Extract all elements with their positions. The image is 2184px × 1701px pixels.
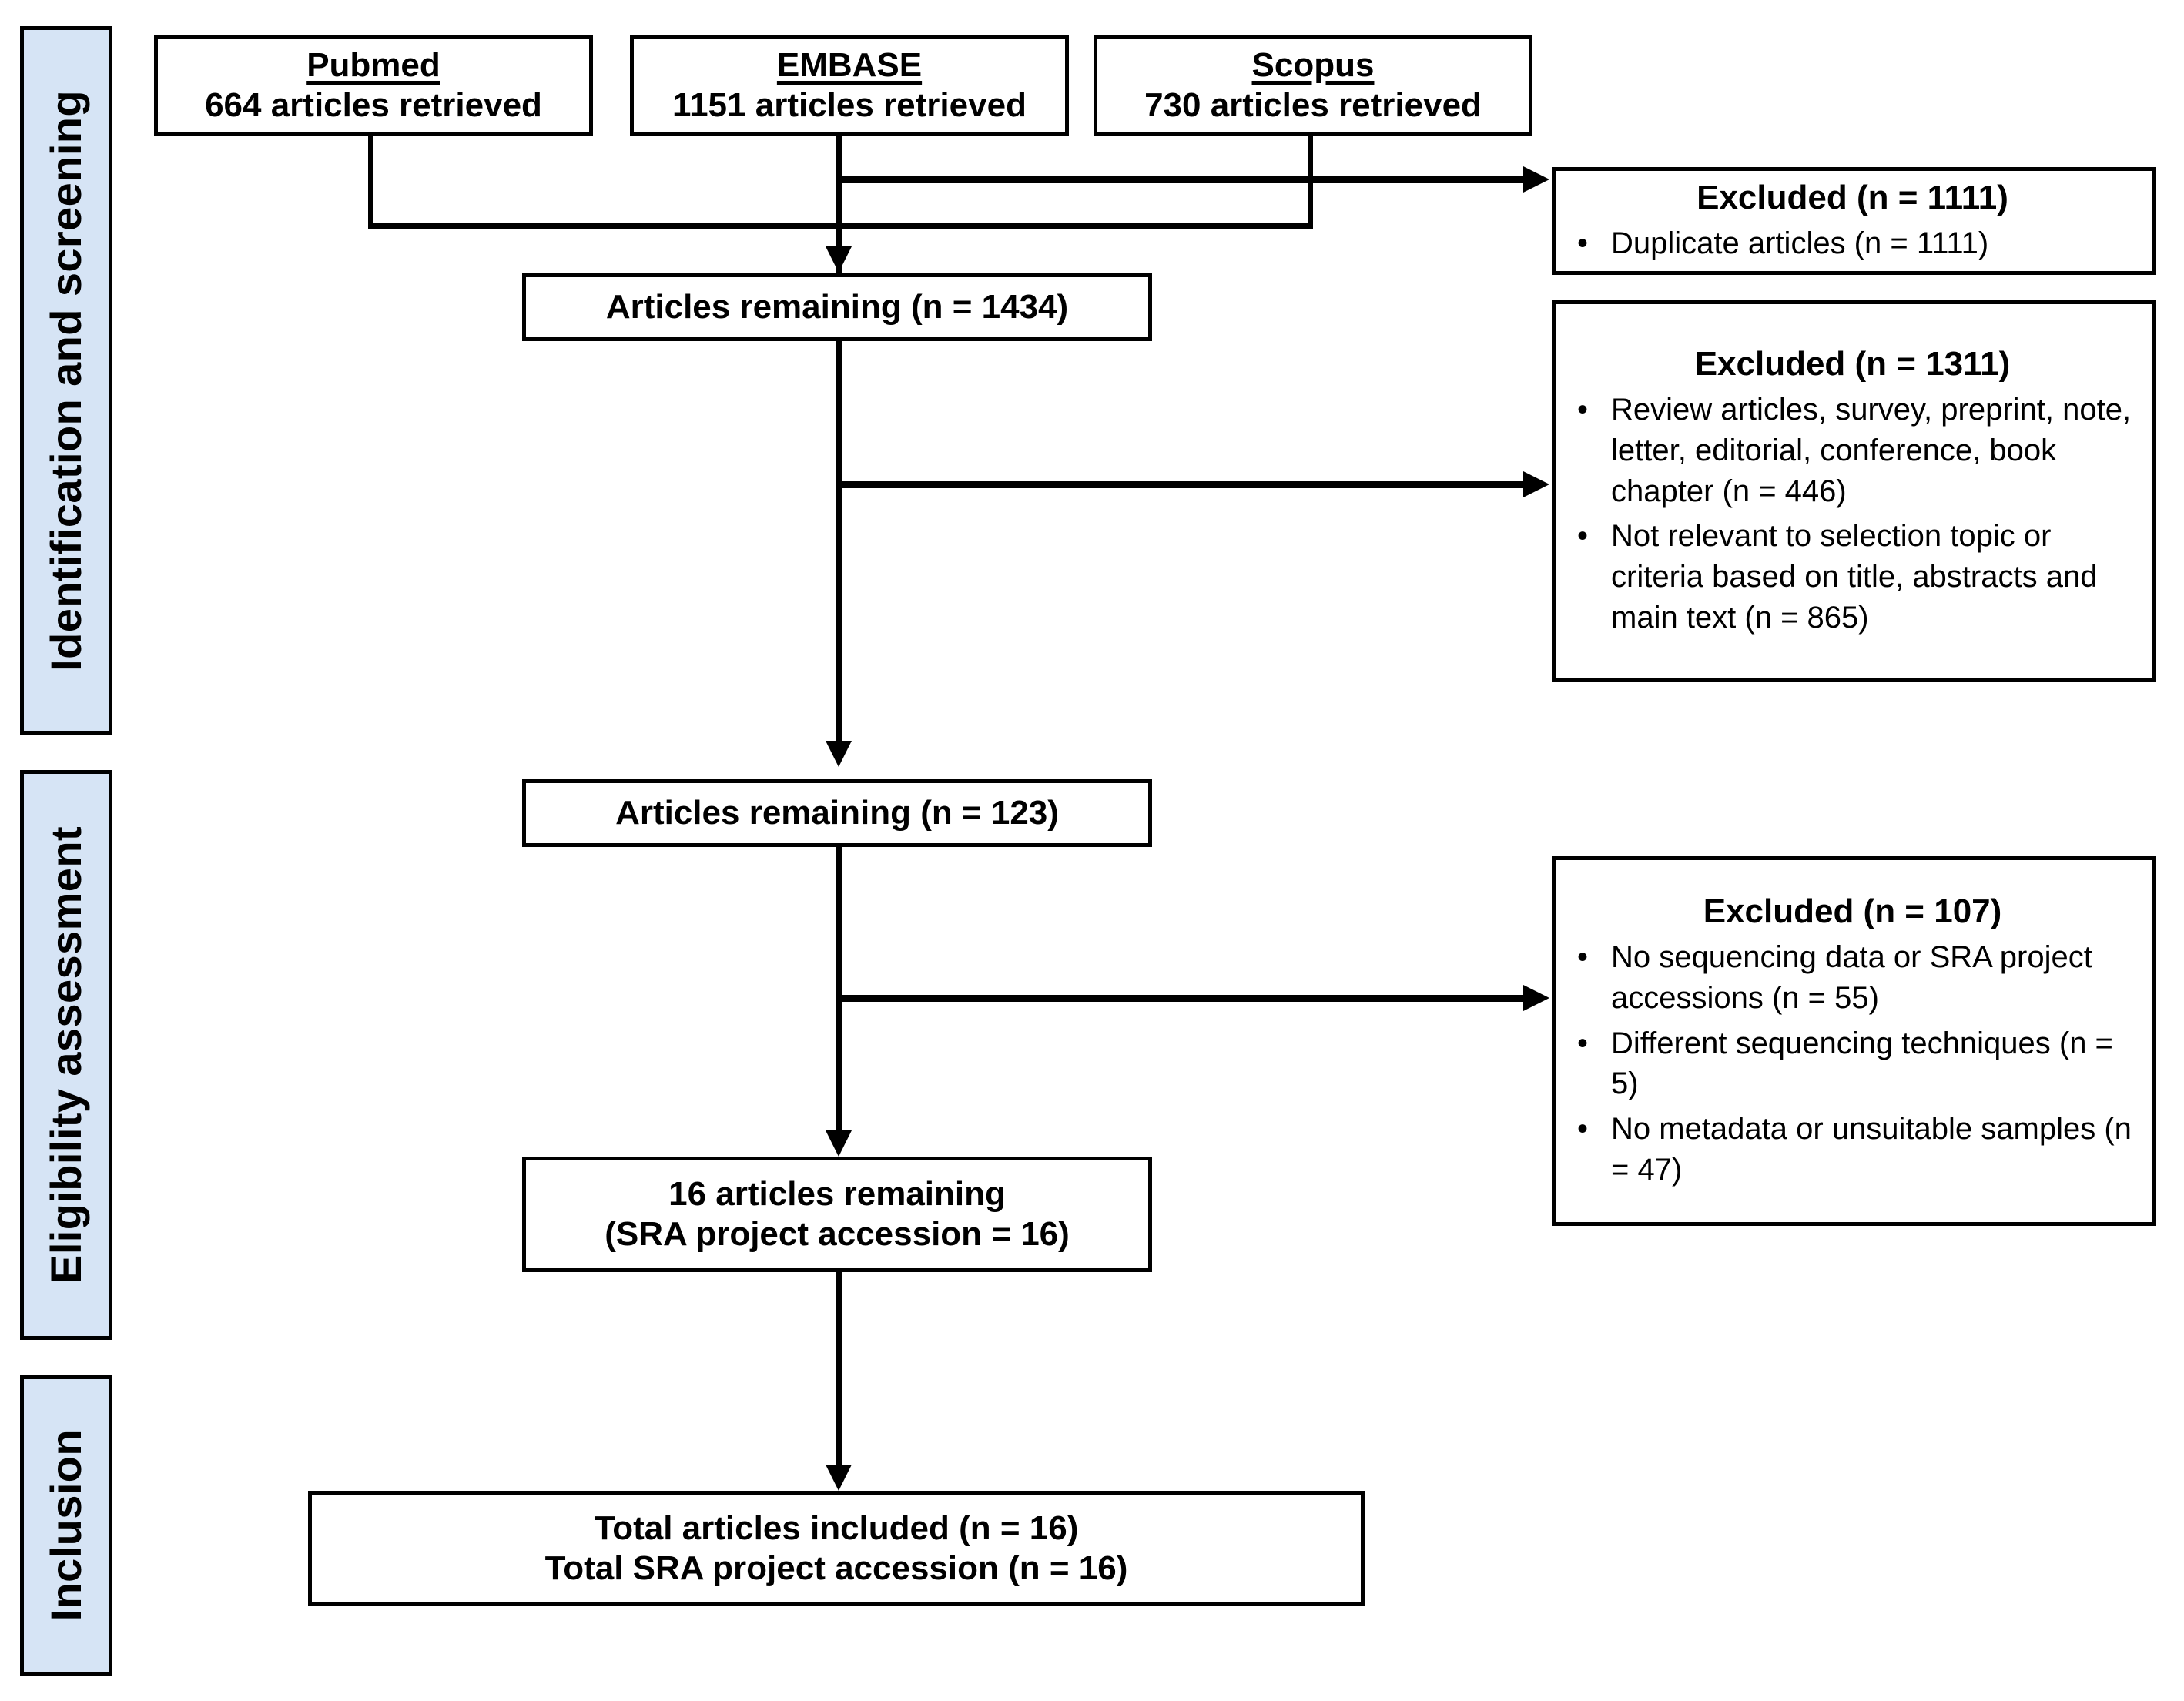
stage-label-eligibility-assessment: Eligibility assessment: [42, 826, 90, 1284]
source-box-pubmed: Pubmed 664 articles retrieved: [154, 35, 593, 136]
excluded-item-text: No sequencing data or SRA project access…: [1611, 940, 2092, 1015]
arrow-right-to-excluded-1311: [1523, 471, 1549, 497]
excluded-list-item: • No metadata or unsuitable samples (n =…: [1566, 1109, 2139, 1190]
stage-label-inclusion: Inclusion: [42, 1429, 90, 1622]
source-count-pubmed: 664 articles retrieved: [205, 86, 542, 124]
excluded-box-eligibility: Excluded (n = 107) • No sequencing data …: [1552, 856, 2156, 1226]
excluded-title-screening: Excluded (n = 1311): [1694, 345, 2011, 383]
excluded-list-item: • Not relevant to selection topic or cri…: [1566, 516, 2139, 638]
stage-bar-identification-and-screening: Identification and screening: [20, 26, 112, 735]
connector-branch-to-excluded-107: [836, 995, 1526, 1002]
stage-label-identification-and-screening: Identification and screening: [42, 89, 90, 671]
excluded-title-eligibility: Excluded (n = 107): [1703, 892, 2002, 931]
excluded-list-duplicates: • Duplicate articles (n = 1111): [1566, 223, 2139, 264]
excluded-item-text: Duplicate articles (n = 1111): [1611, 226, 1989, 260]
arrow-down-to-remaining-123: [826, 741, 852, 767]
excluded-list-item: • No sequencing data or SRA project acce…: [1566, 937, 2139, 1019]
arrow-down-to-included: [826, 1465, 852, 1491]
excluded-list-item: • Review articles, survey, preprint, not…: [1566, 390, 2139, 511]
node-label-articles-remaining-1434: Articles remaining (n = 1434): [605, 288, 1069, 326]
source-name-scopus: Scopus: [1251, 46, 1375, 85]
excluded-list-eligibility: • No sequencing data or SRA project acce…: [1566, 937, 2139, 1190]
bullet-icon: •: [1577, 393, 1589, 427]
source-box-scopus: Scopus 730 articles retrieved: [1094, 35, 1532, 136]
arrow-down-to-remaining-1434: [826, 246, 852, 273]
connector-branch-to-excluded-1311: [836, 481, 1526, 488]
excluded-item-text: Different sequencing techniques (n = 5): [1611, 1026, 2113, 1101]
excluded-box-duplicates: Excluded (n = 1111) • Duplicate articles…: [1552, 167, 2156, 275]
node-label-total-included-line1: Total articles included (n = 16): [594, 1509, 1079, 1548]
node-articles-remaining-16: 16 articles remaining (SRA project acces…: [522, 1157, 1152, 1272]
arrow-down-to-remaining-16: [826, 1130, 852, 1157]
connector-merge-left-riser: [368, 136, 373, 228]
connector-branch-to-excluded-1111: [836, 176, 1526, 183]
connector-trunk-1434-to-123: [836, 341, 842, 757]
source-box-embase: EMBASE 1151 articles retrieved: [630, 35, 1069, 136]
excluded-list-item: • Duplicate articles (n = 1111): [1566, 223, 2139, 264]
bullet-icon: •: [1577, 1112, 1589, 1147]
bullet-icon: •: [1577, 519, 1589, 554]
excluded-item-text: No metadata or unsuitable samples (n = 4…: [1611, 1112, 2132, 1187]
excluded-title-duplicates: Excluded (n = 1111): [1697, 179, 2008, 217]
bullet-icon: •: [1577, 1026, 1589, 1060]
connector-trunk-to-remaining-1434: [836, 136, 842, 274]
excluded-list-screening: • Review articles, survey, preprint, not…: [1566, 390, 2139, 638]
arrow-right-to-excluded-107: [1523, 985, 1549, 1011]
stage-bar-eligibility-assessment: Eligibility assessment: [20, 770, 112, 1340]
source-name-embase: EMBASE: [776, 46, 923, 85]
node-label-articles-remaining-16-line1: 16 articles remaining: [668, 1175, 1006, 1214]
arrow-right-to-excluded-1111: [1523, 166, 1549, 193]
excluded-box-screening: Excluded (n = 1311) • Review articles, s…: [1552, 300, 2156, 682]
node-label-total-included-line2: Total SRA project accession (n = 16): [544, 1549, 1128, 1587]
connector-trunk-16-to-included: [836, 1272, 842, 1484]
node-label-articles-remaining-123: Articles remaining (n = 123): [615, 794, 1059, 832]
excluded-item-text: Review articles, survey, preprint, note,…: [1611, 393, 2132, 508]
node-articles-remaining-123: Articles remaining (n = 123): [522, 779, 1152, 847]
node-articles-remaining-1434: Articles remaining (n = 1434): [522, 273, 1152, 341]
node-label-articles-remaining-16-line2: (SRA project accession = 16): [605, 1215, 1070, 1253]
source-name-pubmed: Pubmed: [306, 46, 440, 85]
excluded-item-text: Not relevant to selection topic or crite…: [1611, 519, 2098, 635]
bullet-icon: •: [1577, 226, 1589, 260]
source-count-embase: 1151 articles retrieved: [672, 86, 1027, 124]
source-count-scopus: 730 articles retrieved: [1144, 86, 1482, 124]
node-total-included: Total articles included (n = 16) Total S…: [308, 1491, 1365, 1606]
stage-bar-inclusion: Inclusion: [20, 1375, 112, 1676]
excluded-list-item: • Different sequencing techniques (n = 5…: [1566, 1023, 2139, 1105]
bullet-icon: •: [1577, 940, 1589, 974]
